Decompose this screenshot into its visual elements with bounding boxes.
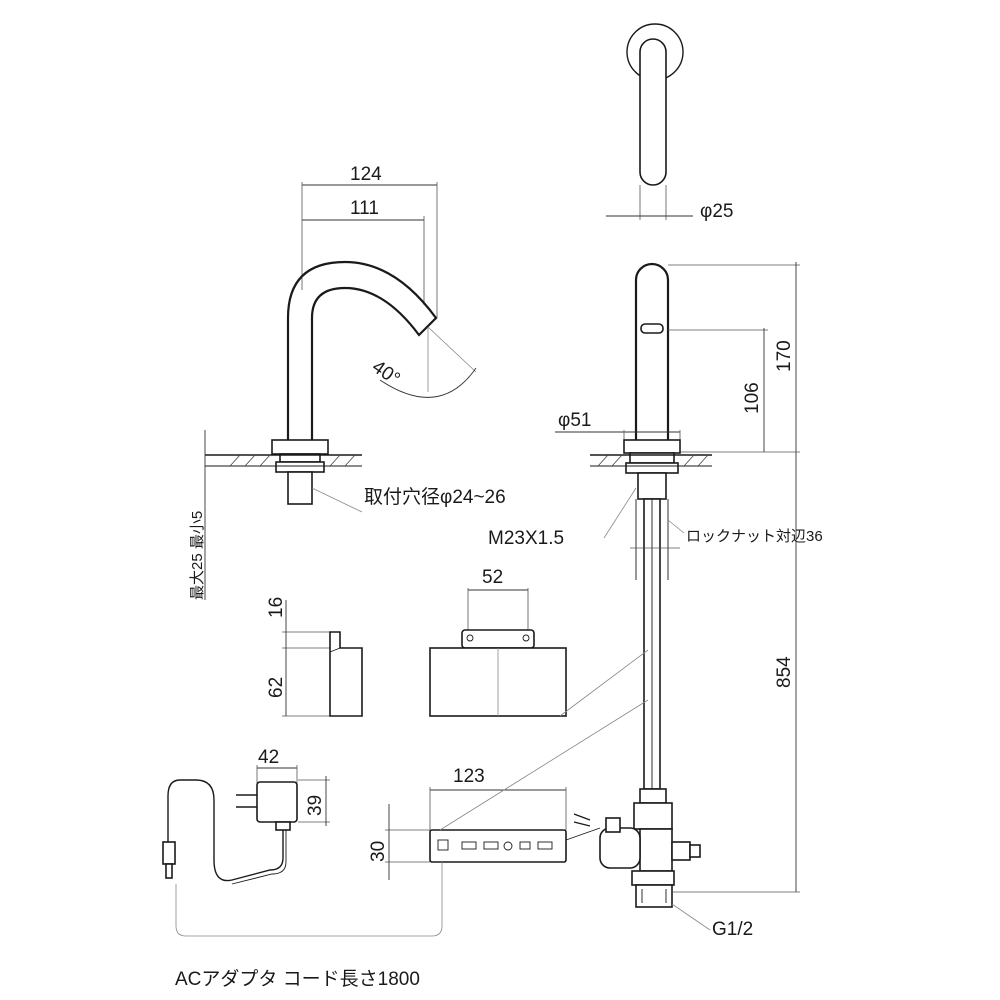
dim-reach-outer: 124 xyxy=(350,164,382,185)
top-view xyxy=(606,23,693,220)
dim-locknut: ロックナット対辺36 xyxy=(686,528,823,545)
dim-height-total: 170 xyxy=(774,340,795,372)
dim-spout-angle: 40° xyxy=(368,356,404,390)
dim-counter-thickness: 最大25 最小5 xyxy=(189,511,206,600)
front-view xyxy=(555,262,800,931)
sensor-box xyxy=(282,588,567,717)
dim-inlet: G1/2 xyxy=(712,919,753,940)
dim-box-top: 16 xyxy=(266,597,287,618)
dim-thread: M23X1.5 xyxy=(488,528,564,549)
dim-reach-inner: 111 xyxy=(350,198,379,219)
spout-side-view xyxy=(204,182,477,600)
dim-adapter-height: 39 xyxy=(305,795,326,816)
dim-box-width: 52 xyxy=(482,567,503,588)
dim-height-sensor: 106 xyxy=(742,382,763,414)
dim-box-height: 62 xyxy=(266,677,287,698)
dim-adapter-width: 42 xyxy=(258,747,279,768)
adapter-cord-label: ACアダプタ コード長さ1800 xyxy=(175,968,420,990)
controller-unit xyxy=(175,699,649,937)
ac-adapter xyxy=(162,765,330,885)
dim-controller-width: 123 xyxy=(453,766,485,787)
dim-base-diameter: φ51 xyxy=(558,410,591,431)
dim-controller-height: 30 xyxy=(368,841,389,862)
dim-hose-length: 854 xyxy=(774,656,795,688)
dim-hole-diameter: 取付穴径φ24~26 xyxy=(364,486,506,508)
dim-spout-diameter: φ25 xyxy=(700,201,733,222)
